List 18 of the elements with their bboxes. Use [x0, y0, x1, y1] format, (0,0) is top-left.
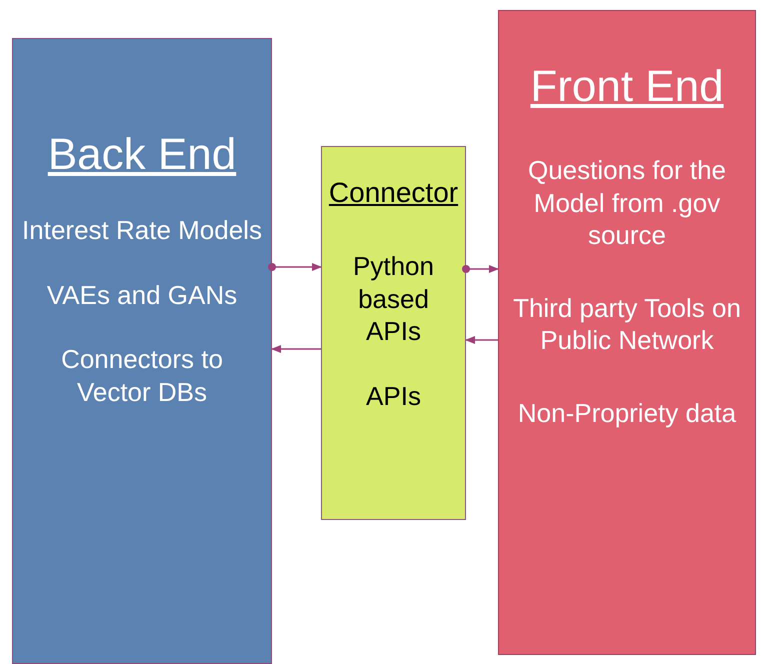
- panel-box: [12, 38, 272, 664]
- arrow: [271, 345, 321, 353]
- panel-text: Non-Propriety data: [516, 396, 738, 429]
- panel-heading: Front End: [529, 61, 725, 113]
- panel-heading: Back End: [46, 129, 238, 181]
- panel-box: [321, 146, 466, 520]
- panel-heading: Connector: [328, 176, 460, 210]
- panel-text: APIs: [365, 380, 422, 412]
- arrow: [462, 265, 499, 273]
- panel-text: Third party Tools on Public Network: [512, 292, 742, 356]
- panel-text: Python based APIs: [352, 250, 435, 348]
- panel-text: VAEs and GANs: [46, 278, 238, 311]
- panel-text: Questions for the Model from .gov source: [527, 154, 727, 252]
- panel-box: [498, 10, 756, 655]
- arrow: [268, 263, 322, 271]
- arrow: [465, 336, 498, 344]
- panel-text: Connectors to Vector DBs: [60, 343, 224, 408]
- panel-text: Interest Rate Models: [21, 214, 263, 246]
